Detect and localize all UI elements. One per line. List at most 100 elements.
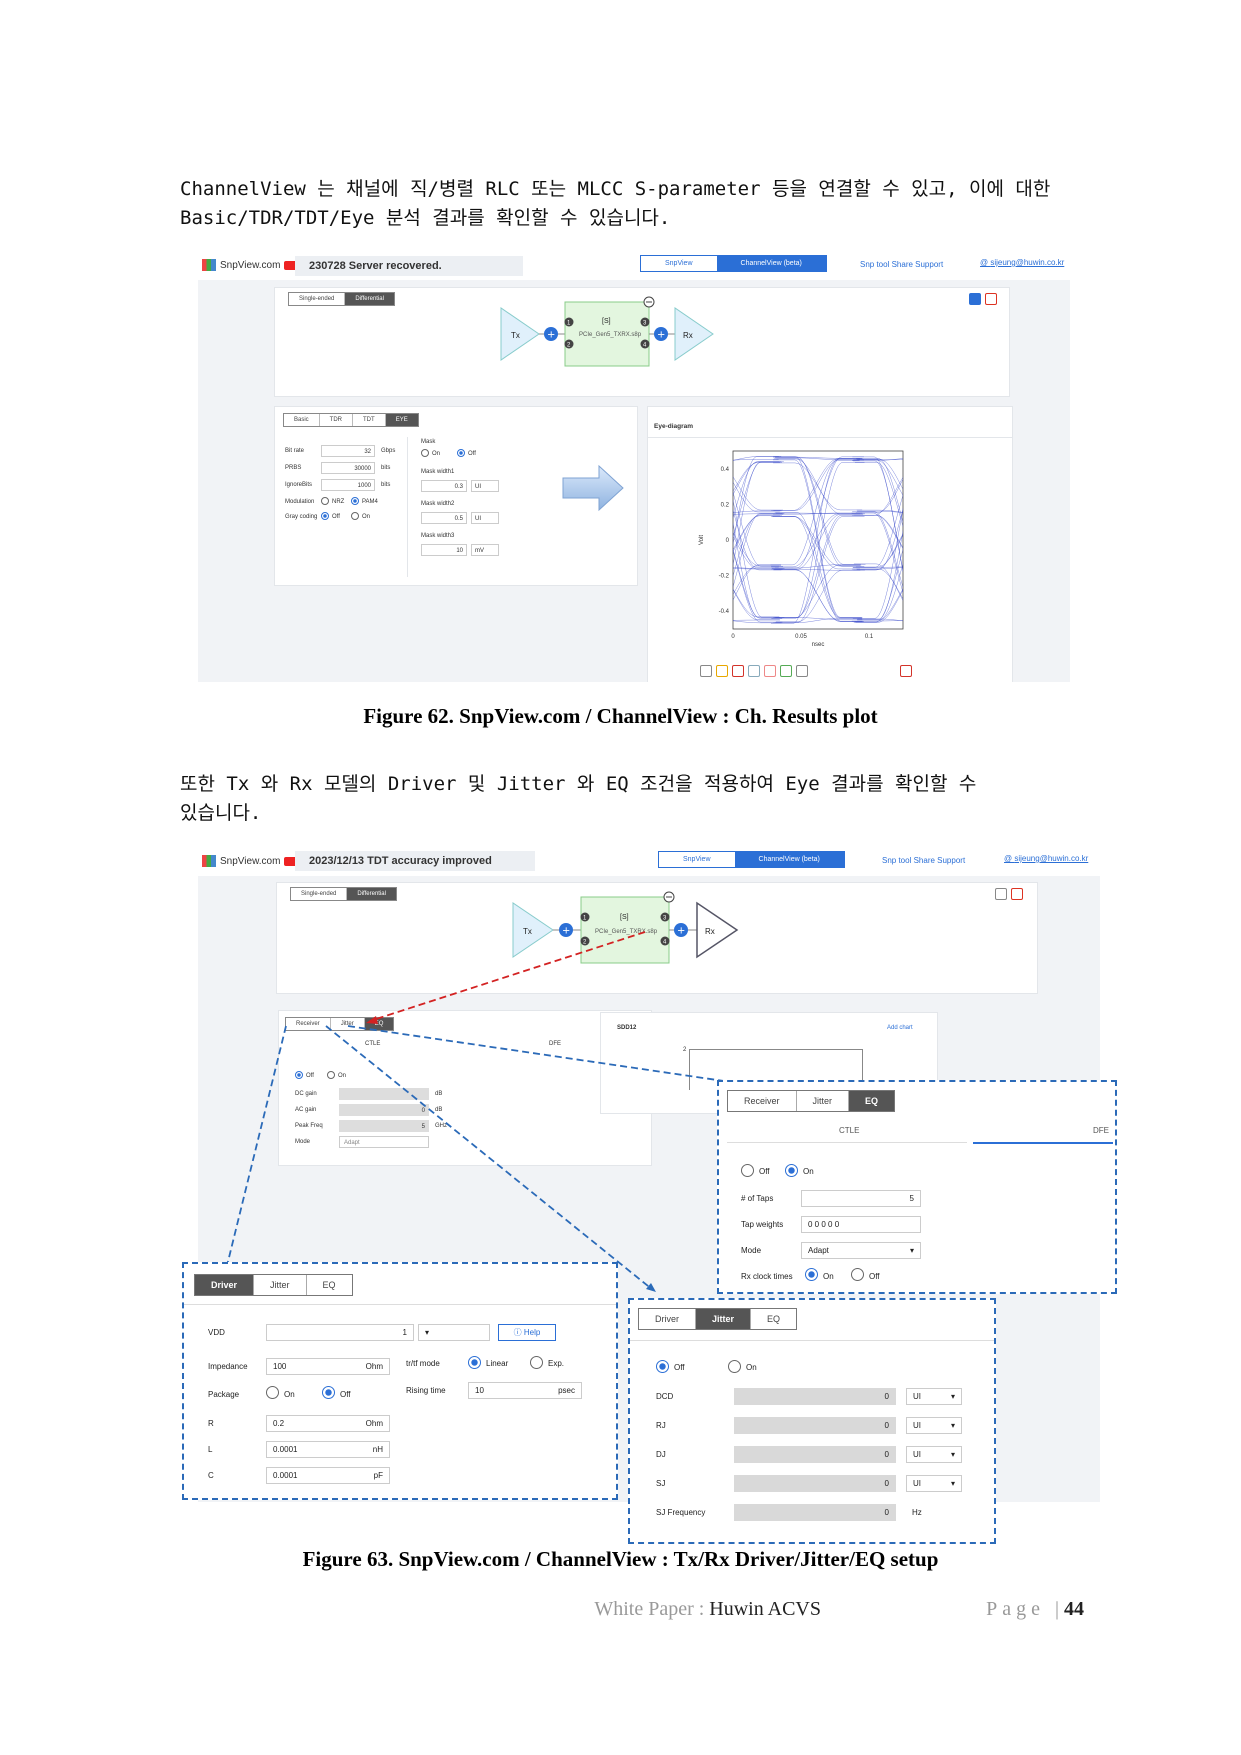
dfe-mode-select[interactable]: Adapt▾ (801, 1242, 921, 1259)
user-account[interactable]: @ sijeung@huwin.co.kr (980, 258, 1065, 267)
user-account[interactable]: @ sijeung@huwin.co.kr (1004, 854, 1089, 863)
chart-tool-icon[interactable] (764, 665, 776, 677)
mask-width1-input[interactable]: 0.3 (421, 480, 467, 492)
chart-tool-icon[interactable] (700, 665, 712, 677)
add-chart-button[interactable]: Add chart (887, 1025, 913, 1031)
mask-width1-unit-select[interactable]: UI (471, 480, 499, 492)
header-links[interactable]: Snp tool Share Support (882, 856, 966, 865)
ignore-bits-input[interactable]: 1000 (321, 479, 375, 491)
tab-channelview[interactable]: ChannelView (beta) (734, 852, 844, 867)
tab-driver[interactable]: Driver (195, 1275, 255, 1295)
help-button[interactable]: ⓘ Help (498, 1324, 556, 1341)
delete-chart-icon[interactable] (900, 665, 912, 677)
tab-single-ended[interactable]: Single-ended (289, 293, 346, 305)
tab-eq[interactable]: EQ (751, 1309, 797, 1329)
tab-differential[interactable]: Differential (347, 888, 396, 900)
chart-tool-icon[interactable] (748, 665, 760, 677)
tab-driver[interactable]: Driver (639, 1309, 696, 1329)
header-links[interactable]: Snp tool Share Support (860, 260, 944, 269)
rx-add-icon[interactable] (654, 327, 668, 341)
tab-snpview[interactable]: SnpView (659, 852, 735, 867)
tab-eye[interactable]: EYE (385, 414, 418, 426)
vdd-unit-select[interactable]: ▾ (418, 1324, 490, 1341)
chart-tool-icon[interactable] (780, 665, 792, 677)
tap-weights-input[interactable]: 0 0 0 0 0 (801, 1216, 921, 1233)
gray-off-radio[interactable] (321, 512, 329, 520)
sparam-block[interactable] (580, 896, 670, 964)
tx-driver-shape[interactable] (500, 307, 540, 361)
svg-text:PCIe_Gen5_TXRX.s8p: PCIe_Gen5_TXRX.s8p (579, 332, 642, 338)
mask-off-radio[interactable] (457, 449, 465, 457)
tab-jitter[interactable]: Jitter (330, 1018, 365, 1030)
svg-text:Tx: Tx (523, 927, 532, 936)
ctle-off-radio[interactable] (295, 1071, 303, 1079)
power-icon[interactable] (985, 293, 997, 305)
rxclk-on-radio[interactable] (805, 1268, 818, 1281)
tab-jitter[interactable]: Jitter (796, 1091, 850, 1111)
rxclk-off-radio[interactable] (851, 1268, 864, 1281)
exp-radio[interactable] (530, 1356, 543, 1369)
eye-y-tick: 0 (726, 538, 730, 544)
mask-width2-input[interactable]: 0.5 (421, 512, 467, 524)
tab-jitter[interactable]: Jitter (254, 1275, 307, 1295)
rx-add-icon[interactable] (674, 923, 688, 937)
mask-on-radio[interactable] (421, 449, 429, 457)
tab-basic[interactable]: Basic (284, 414, 320, 426)
chart-tool-icon[interactable] (796, 665, 808, 677)
prbs-input[interactable]: 30000 (321, 462, 375, 474)
youtube-icon[interactable] (284, 856, 298, 866)
tab-tdr[interactable]: TDR (319, 414, 354, 426)
app-logo[interactable]: SnpView.com (202, 259, 298, 271)
nrz-radio[interactable] (321, 497, 329, 505)
bitrate-input[interactable]: 32 (321, 445, 375, 457)
tab-tdt[interactable]: TDT (353, 414, 386, 426)
ctle-on-radio[interactable] (327, 1071, 335, 1079)
gray-on-radio[interactable] (351, 512, 359, 520)
settings-icon[interactable] (995, 888, 1007, 900)
dfe-on-radio[interactable] (785, 1164, 798, 1177)
sj-input: 0 (734, 1475, 896, 1492)
linear-radio[interactable] (468, 1356, 481, 1369)
package-on-radio[interactable] (266, 1386, 279, 1399)
rx-receiver-shape[interactable] (674, 307, 714, 361)
tx-add-icon[interactable] (559, 923, 573, 937)
jitter-on-radio[interactable] (728, 1360, 741, 1373)
mask-width3-unit-select[interactable]: mV (471, 544, 499, 556)
app-logo[interactable]: SnpView.com (202, 855, 298, 867)
youtube-icon[interactable] (284, 260, 298, 270)
tab-eq[interactable]: EQ (849, 1091, 895, 1111)
vdd-input[interactable]: 1 (266, 1324, 414, 1341)
pam4-radio[interactable] (351, 497, 359, 505)
power-icon[interactable] (1011, 888, 1023, 900)
tab-receiver[interactable]: Receiver (286, 1018, 331, 1030)
eye-trace (733, 513, 785, 515)
chart-tool-icon[interactable] (732, 665, 744, 677)
rx-receiver-shape[interactable] (696, 901, 739, 959)
mask-width2-unit-select[interactable]: UI (471, 512, 499, 524)
mask-width3-input[interactable]: 10 (421, 544, 467, 556)
svg-text:+: + (547, 330, 555, 341)
tx-driver-shape[interactable] (512, 902, 554, 958)
jitter-off-radio[interactable] (656, 1360, 669, 1373)
logo-icon (202, 855, 216, 867)
chevron-down-icon: ▾ (425, 1328, 430, 1337)
package-off-radio[interactable] (322, 1386, 335, 1399)
tab-jitter[interactable]: Jitter (696, 1309, 752, 1329)
tab-differential[interactable]: Differential (345, 293, 394, 305)
tx-add-icon[interactable] (544, 327, 558, 341)
settings-icon[interactable] (969, 293, 981, 305)
tab-snpview[interactable]: SnpView (641, 256, 717, 271)
taps-input[interactable]: 5 (801, 1190, 921, 1207)
tab-receiver[interactable]: Receiver (728, 1091, 797, 1111)
tab-eq[interactable]: EQ (306, 1275, 352, 1295)
tab-single-ended[interactable]: Single-ended (291, 888, 348, 900)
dfe-off-radio[interactable] (741, 1164, 754, 1177)
svg-text:1: 1 (567, 321, 571, 327)
chart-tool-icon[interactable] (716, 665, 728, 677)
tab-channelview[interactable]: ChannelView (beta) (716, 256, 826, 271)
